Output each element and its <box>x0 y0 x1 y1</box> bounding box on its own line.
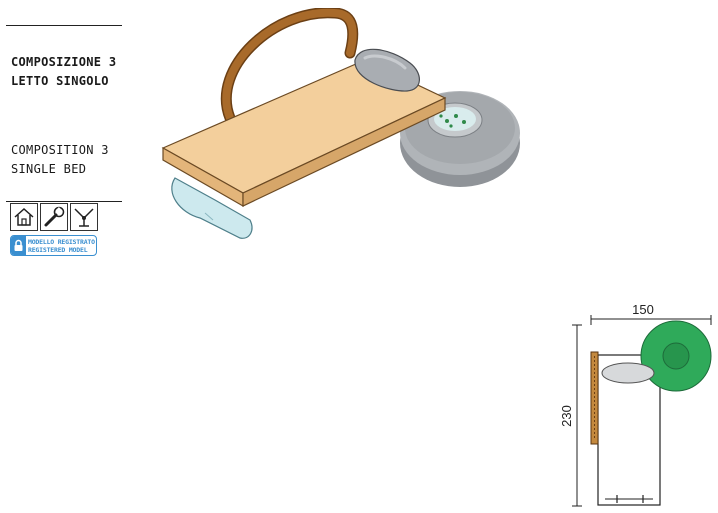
wrench-icon <box>40 203 68 231</box>
bottom-divider <box>6 201 122 202</box>
home-icon <box>10 203 38 231</box>
badge-line1: MODELLO REGISTRATO <box>28 237 95 246</box>
badge-line2: REGISTERED MODEL <box>28 245 88 254</box>
plan-pillow <box>601 362 655 384</box>
title-english-line2: SINGLE BED <box>11 162 87 176</box>
lock-icon <box>11 236 26 255</box>
feature-icons <box>10 203 98 231</box>
registered-model-badge: MODELLO REGISTRATO REGISTERED MODEL <box>10 235 97 256</box>
height-dimension-label: 230 <box>559 405 574 427</box>
pillow <box>354 48 420 92</box>
bed-illustration <box>161 8 520 239</box>
round-pouf <box>400 91 520 187</box>
glass-panel <box>171 177 253 239</box>
top-divider <box>6 25 122 26</box>
title-italian-line2: LETTO SINGOLO <box>11 74 109 88</box>
title-italian-line1: COMPOSIZIONE 3 <box>11 55 117 69</box>
assembly-icon <box>70 203 98 231</box>
bed-side-edge <box>242 97 446 207</box>
width-dimension-label: 150 <box>632 302 654 317</box>
title-english-line1: COMPOSITION 3 <box>11 143 109 157</box>
